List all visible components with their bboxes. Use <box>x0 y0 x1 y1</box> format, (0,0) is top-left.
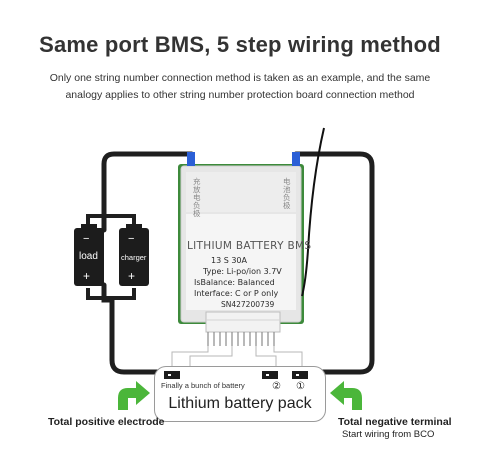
subtitle-line-2: analogy applies to other string number p… <box>65 89 415 101</box>
sense-wire <box>301 127 325 297</box>
bms-type: Type: Li-po/ion 3.7V <box>203 267 282 276</box>
bms-board <box>178 152 304 333</box>
negative-note: Start wiring from BCO <box>342 429 435 440</box>
step-1-marker: ① <box>296 381 305 392</box>
connector-pins <box>207 332 275 346</box>
bms-cn-left: 充放电负极 <box>193 177 201 218</box>
load-minus: − <box>83 233 90 245</box>
balance-wires <box>171 346 303 376</box>
subtitle-line-1: Only one string number connection method… <box>49 72 431 84</box>
subtitle: Only one string number connection method… <box>20 70 460 104</box>
charger-plus: + <box>128 269 136 283</box>
bms-title: LITHIUM BATTERY BMS <box>187 240 312 252</box>
pack-note: Finally a bunch of battery <box>161 381 245 390</box>
bms-interface: Interface: C or P only <box>194 289 279 298</box>
bms-spec: 13 S 30A <box>211 256 247 265</box>
step-2-marker: ② <box>272 381 281 392</box>
device-top-wire <box>86 214 136 228</box>
page-title: Same port BMS, 5 step wiring method <box>39 32 441 57</box>
right-wire <box>293 151 375 375</box>
charger-minus: − <box>128 233 135 245</box>
positive-arrow-icon <box>118 381 150 410</box>
device-bottom-wire <box>86 288 136 300</box>
charger-label: charger <box>121 253 147 262</box>
main-wire-loop <box>101 151 193 375</box>
bms-cn-right: 电池负极 <box>283 177 291 210</box>
pack-label: Lithium battery pack <box>168 395 312 412</box>
total-negative-label: Total negative terminal <box>338 416 452 428</box>
load-label: load <box>79 251 98 262</box>
load-plus: + <box>83 269 91 283</box>
total-positive-label: Total positive electrode <box>48 416 165 428</box>
load-device <box>74 224 104 286</box>
negative-arrow-icon <box>330 381 362 410</box>
battery-pack: Finally a bunch of battery Lithium batte… <box>154 366 326 422</box>
charger-device <box>119 224 149 286</box>
bms-balance: IsBalance: Balanced <box>194 278 275 287</box>
bms-serial: SN427200739 <box>221 300 275 309</box>
